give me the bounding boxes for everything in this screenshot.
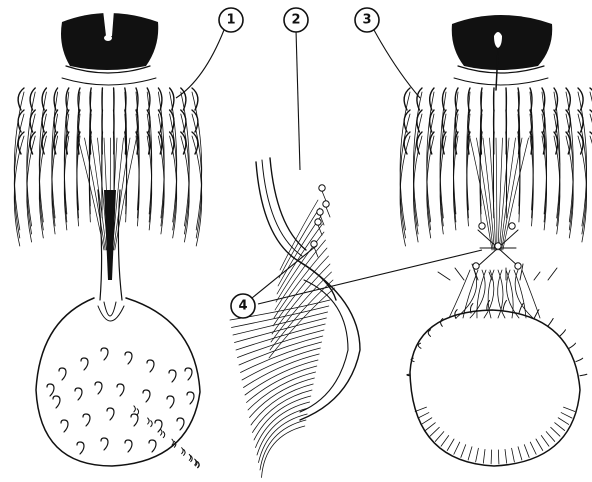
leader-3 bbox=[374, 30, 420, 98]
label-1-text: 1 bbox=[226, 13, 235, 28]
label-1: 1 bbox=[219, 8, 243, 32]
leader-2 bbox=[296, 30, 300, 170]
specimen-3-drawing bbox=[400, 15, 592, 466]
label-4: 4 bbox=[231, 294, 255, 318]
leader-lines bbox=[176, 30, 482, 304]
label-2: 2 bbox=[284, 8, 308, 32]
specimen-1-drawing bbox=[14, 10, 201, 468]
label-3: 3 bbox=[355, 8, 379, 32]
specimen-2-drawing bbox=[230, 158, 360, 478]
label-2-text: 2 bbox=[291, 13, 300, 28]
label-3-text: 3 bbox=[362, 13, 371, 28]
label-4-text: 4 bbox=[238, 299, 247, 314]
leader-1 bbox=[176, 30, 224, 98]
